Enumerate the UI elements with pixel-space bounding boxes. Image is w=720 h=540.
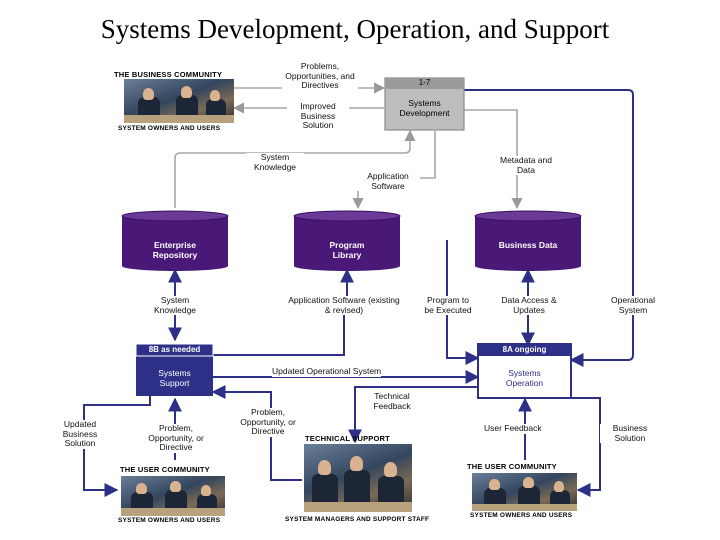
problems-label: Problems, Opportunities, and Directives [282, 61, 358, 91]
systems-operation-label: Systems Operation [505, 368, 544, 388]
improved-solution-label: Improved Business Solution [287, 101, 349, 131]
problem-left-label: Problem, Opportunity, or Directive [138, 423, 214, 453]
flow-metadata-line [464, 109, 523, 210]
application-software-existing-label: Application Software (existing & revised… [288, 295, 400, 315]
user-feedback-label: User Feedback [484, 423, 542, 434]
user-community-left-photo [121, 476, 225, 516]
problem-mid-label: Problem, Opportunity, or Directive [232, 407, 304, 437]
page-title: Systems Development, Operation, and Supp… [100, 14, 610, 44]
systems-operation-badge: 8A ongoing [502, 345, 547, 354]
system-knowledge-label: System Knowledge [142, 295, 208, 315]
business-community-photo [124, 79, 234, 123]
tech-staff-caption: SYSTEM MANAGERS AND SUPPORT STAFF [285, 516, 430, 523]
systems-development-label: Systems Development [399, 98, 450, 118]
system-knowledge-top-label: System Knowledge [246, 152, 304, 172]
user-community-left-caption: THE USER COMMUNITY [120, 465, 210, 474]
systems-support-label: Systems Support [158, 368, 191, 388]
updated-business-solution-label: Updated Business Solution [52, 419, 108, 449]
owners-right-caption: SYSTEM OWNERS AND USERS [470, 512, 573, 519]
flow-updated-solution-line [83, 396, 151, 497]
systems-operation-badge-bar [478, 344, 571, 356]
operational-system-label: Operational System [600, 295, 666, 315]
business-solution-label: Business Solution [600, 423, 660, 443]
technical-feedback-label: Technical Feedback [362, 391, 422, 411]
systems-development-badge: 1-7 [418, 78, 431, 87]
business-data-label: Business Data [498, 240, 558, 250]
enterprise-repository-label: Enterprise Repository [152, 240, 198, 260]
program-to-be-executed-label: Program to be Executed [423, 295, 473, 315]
application-software-top-label: Application Software [356, 171, 420, 191]
flow-operational-line [464, 89, 634, 367]
systems-support-badge-bar [135, 343, 214, 357]
technical-support-photo [304, 444, 412, 512]
data-access-label: Data Access & Updates [500, 295, 558, 315]
flow-business-solution-line [571, 397, 601, 497]
technical-support-caption: TECHNICAL SUPPORT [305, 434, 390, 443]
enterprise-repository-store [121, 210, 229, 271]
program-library-label: Program Library [329, 240, 365, 260]
systems-support-badge: 8B as needed [148, 345, 201, 354]
program-library-store [293, 210, 401, 271]
owners-top-caption: SYSTEM OWNERS AND USERS [118, 125, 221, 132]
updated-operational-system-label: Updated Operational System [272, 366, 382, 377]
metadata-label: Metadata and Data [500, 155, 552, 175]
user-community-right-photo [472, 473, 577, 511]
business-community-caption: THE BUSINESS COMMUNITY [114, 70, 223, 79]
systems-development-badge-bar [385, 78, 464, 89]
business-data-store [474, 210, 582, 271]
flow-program-exec-line [446, 240, 480, 365]
user-community-right-caption: THE USER COMMUNITY [467, 462, 557, 471]
flow-tech-feedback-line [348, 386, 478, 444]
owners-left-caption: SYSTEM OWNERS AND USERS [118, 517, 221, 524]
flow-app-top-line [352, 131, 436, 210]
